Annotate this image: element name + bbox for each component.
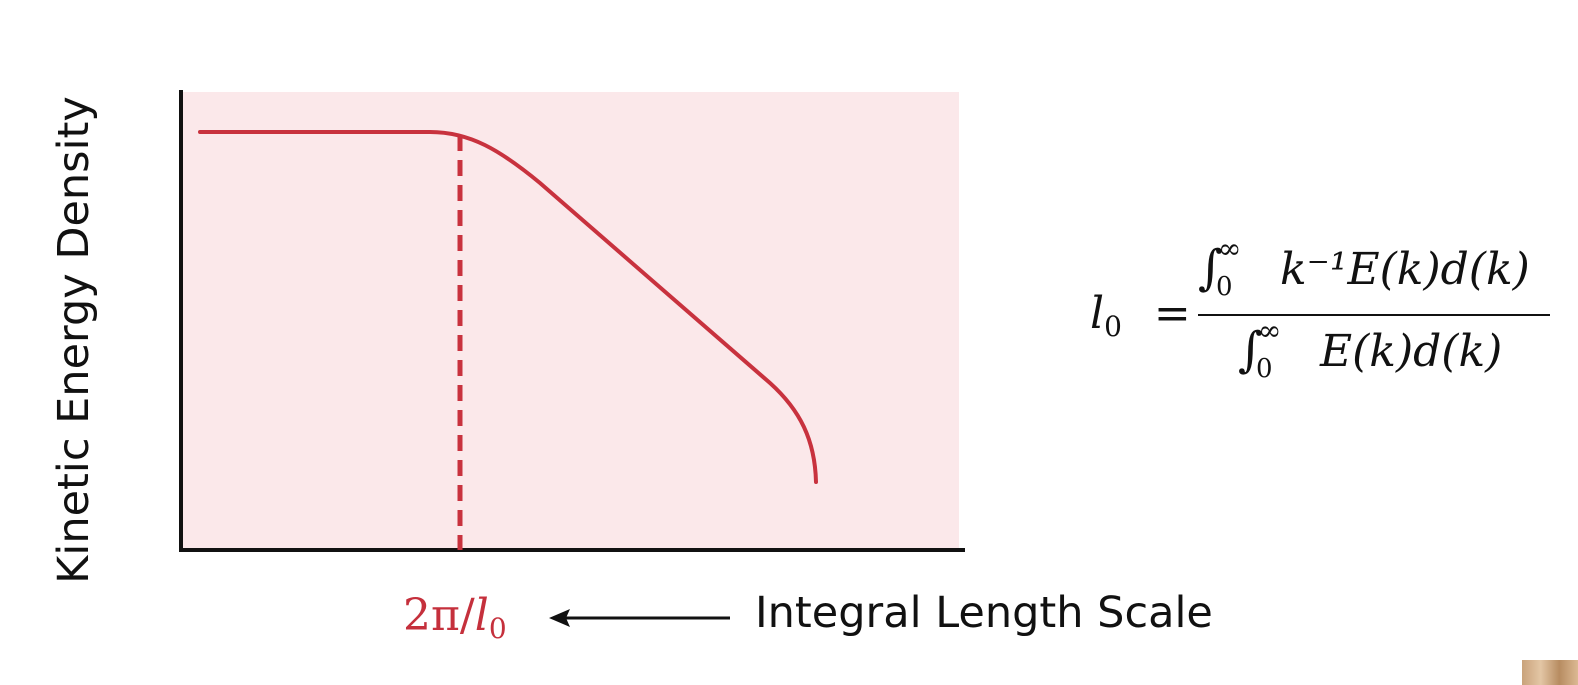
marker-label-symbol: l bbox=[474, 590, 489, 641]
formula-numerator: ∫∞0 k⁻¹E(k)d(k) bbox=[1198, 232, 1530, 302]
marker-label: 2π/l0 bbox=[403, 590, 507, 645]
energy-spectrum-curve bbox=[198, 130, 818, 484]
denominator-body: E(k)d(k) bbox=[1320, 326, 1503, 377]
denominator-integral-sign: ∫∞0 bbox=[1238, 314, 1282, 384]
numerator-integral-upper: ∞ bbox=[1218, 232, 1242, 265]
formula-lhs: l0 = bbox=[1090, 288, 1191, 343]
formula-lhs-symbol: l bbox=[1090, 288, 1105, 339]
formula-equals: = bbox=[1153, 288, 1191, 339]
corner-video-thumbnail bbox=[1522, 660, 1578, 685]
numerator-integral-sign: ∫∞0 bbox=[1198, 232, 1242, 302]
formula-denominator: ∫∞0 E(k)d(k) bbox=[1238, 314, 1503, 384]
y-axis-label: Kinetic Energy Density bbox=[49, 96, 99, 584]
denominator-integral-lower: 0 bbox=[1256, 354, 1273, 384]
denominator-integral-upper: ∞ bbox=[1258, 314, 1282, 347]
marker-label-numeral: 2π/ bbox=[403, 590, 475, 641]
arrow-head-left-icon bbox=[549, 609, 570, 627]
integral-length-scale-label: Integral Length Scale bbox=[755, 588, 1213, 638]
numerator-body: k⁻¹E(k)d(k) bbox=[1280, 244, 1530, 295]
marker-label-subscript: 0 bbox=[488, 612, 507, 645]
numerator-integral-lower: 0 bbox=[1216, 272, 1233, 302]
formula-fraction-bar bbox=[1198, 314, 1550, 316]
formula-lhs-subscript: 0 bbox=[1104, 310, 1122, 343]
plot-panel-background bbox=[182, 92, 959, 549]
